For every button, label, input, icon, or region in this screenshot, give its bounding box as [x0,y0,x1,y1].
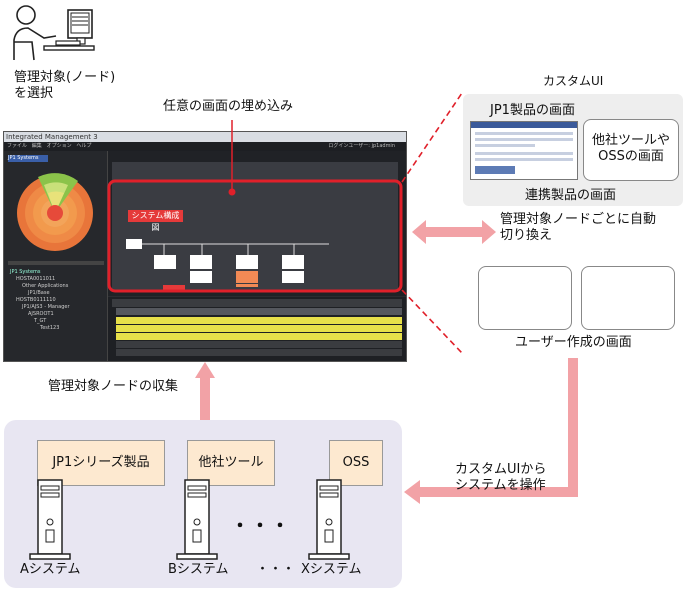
menu-file[interactable]: ファイル [7,143,28,149]
event-row[interactable] [116,325,402,332]
event-row[interactable] [116,317,402,324]
diagram-title: システム構成図 [128,210,183,232]
login-user: ログインユーザー: jp1admin [328,143,395,149]
product-box-oss: OSS [329,440,383,486]
menu-edit[interactable]: 編集 [31,143,42,149]
embedded-screen-pane: システム構成図 [108,151,406,296]
ellipsis-large: ・・・ [231,516,291,537]
admin-person-icon [13,5,95,61]
ellipsis-small: ・・・ [256,562,296,577]
admin-select-label: 管理対象(ノード) を選択 [14,70,116,101]
product-box-jp1: JP1シリーズ製品 [37,440,165,486]
server-b-icon [176,479,218,560]
event-row[interactable] [116,341,402,348]
left-pane: JP1 Systems JP1 Systems HOSTA0011011 Oth… [4,151,108,361]
jp1-screen-thumb [470,121,578,180]
system-x-label: Xシステム [301,562,362,577]
user-screen-2 [581,266,675,330]
event-row[interactable] [116,333,402,340]
system-diagram [126,239,329,287]
server-x-icon [308,479,350,560]
collect-nodes-label: 管理対象ノードの収集 [48,379,179,394]
other-tools-screen: 他社ツールや OSSの画面 [583,119,679,181]
user-screen-1 [478,266,572,330]
system-a-label: Aシステム [20,562,81,577]
menu-bar: ファイル 編集 オプション ヘルプ ログインユーザー: jp1admin [4,142,406,151]
sunburst-chart [17,173,93,251]
user-screen-label: ユーザー作成の画面 [515,335,632,350]
event-row[interactable] [116,349,402,356]
integrated-management-screenshot: Integrated Management 3 ファイル 編集 オプション ヘル… [3,131,407,362]
linked-screen-label: 連携製品の画面 [525,188,617,203]
jp1-screen-label: JP1製品の画面 [490,103,575,118]
server-a-icon [29,479,71,560]
tab-jp1-systems[interactable]: JP1 Systems [8,155,48,162]
operate-system-label: カスタムUIから システムを操作 [455,462,547,493]
embed-screen-label: 任意の画面の埋め込み [163,99,294,114]
window-title: Integrated Management 3 [4,132,406,142]
menu-options[interactable]: オプション [46,143,72,149]
menu-help[interactable]: ヘルプ [76,143,92,149]
system-b-label: Bシステム [168,562,229,577]
event-list-pane [108,297,406,361]
product-box-other-tool: 他社ツール [187,440,275,486]
auto-switch-label: 管理対象ノードごとに自動 切り換え [500,212,657,243]
custom-ui-label: カスタムUI [543,74,604,88]
